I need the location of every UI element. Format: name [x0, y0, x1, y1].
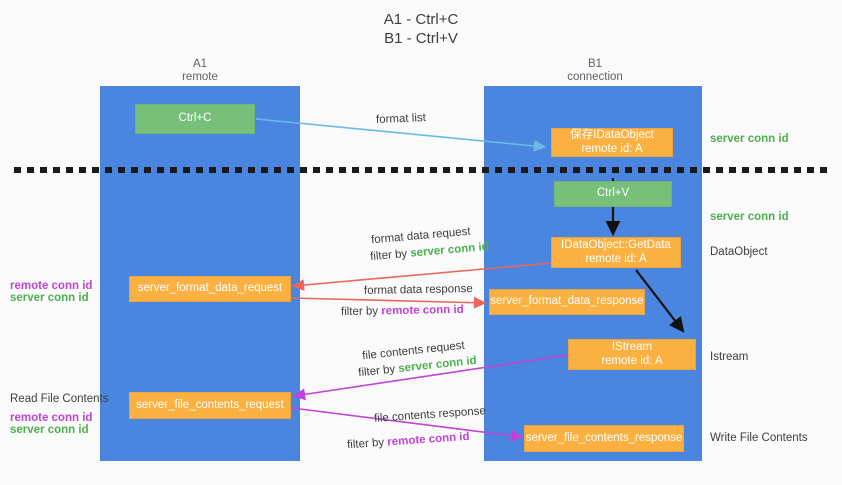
column-header-b1-sub: connection: [567, 71, 623, 83]
node-idataobject-getdata[interactable]: IDataObject::GetData remote id: A: [551, 237, 681, 268]
page-title: A1 - Ctrl+C B1 - Ctrl+V: [0, 10, 842, 48]
column-header-b1: B1 connection: [510, 58, 680, 84]
left-label-remote-conn-id-1: remote conn id: [10, 280, 93, 292]
phase-divider-dashed-line: [14, 167, 830, 173]
edge-label-format-data-response: format data response: [363, 283, 473, 297]
node-server-file-contents-request[interactable]: server_file_contents_request: [129, 392, 291, 419]
left-label-read-file-contents: Read File Contents: [10, 393, 109, 405]
side-label-server-conn-id-1: server conn id: [710, 133, 789, 145]
node-save-idataobject-line2: remote id: A: [581, 142, 643, 155]
node-istream-line2: remote id: A: [601, 354, 663, 367]
side-label-dataobject: DataObject: [710, 246, 768, 258]
edge-label-format-list: format list: [375, 112, 427, 126]
node-idataobject-getdata-line1: IDataObject::GetData: [561, 239, 671, 251]
side-label-write-file-contents: Write File Contents: [710, 432, 808, 444]
column-header-a1: A1 remote: [120, 58, 280, 84]
node-server-format-data-request-label: server_format_data_request: [137, 282, 283, 295]
node-server-file-contents-request-label: server_file_contents_request: [136, 398, 284, 411]
node-save-idataobject[interactable]: 保存IDataObject remote id: A: [551, 128, 673, 157]
edge-label-format-data-request-filter-value: server conn id: [409, 240, 490, 260]
node-istream-line1: IStream: [611, 341, 653, 353]
edge-label-format-data-response-filter-value: remote conn id: [381, 303, 464, 318]
title-line-2: B1 - Ctrl+V: [384, 30, 458, 47]
edge-label-format-data-request-filter-prefix: filter by: [369, 247, 411, 264]
node-server-file-contents-response[interactable]: server_file_contents_response: [524, 425, 684, 452]
title-line-1: A1 - Ctrl+C: [383, 11, 459, 28]
column-header-b1-name: B1: [587, 58, 603, 70]
node-ctrl-c[interactable]: Ctrl+C: [135, 104, 255, 134]
left-label-server-conn-id-1: server conn id: [10, 292, 89, 304]
edge-label-file-contents-response-filter-value: remote conn id: [386, 430, 470, 449]
edge-label-format-data-response-filter-prefix: filter by: [340, 305, 382, 319]
node-ctrl-v[interactable]: Ctrl+V: [554, 181, 672, 207]
edge-label-file-contents-request-filter-prefix: filter by: [357, 363, 399, 380]
node-idataobject-getdata-line2: remote id: A: [585, 252, 647, 265]
column-header-a1-name: A1: [192, 58, 208, 70]
side-label-istream: Istream: [710, 351, 749, 363]
node-server-format-data-response[interactable]: server_format_data_response: [489, 289, 645, 315]
node-server-file-contents-response-label: server_file_contents_response: [525, 431, 683, 444]
node-ctrl-v-label: Ctrl+V: [596, 187, 630, 200]
edge-label-file-contents-response-filter-prefix: filter by: [346, 436, 388, 452]
edge-label-file-contents-response-filter: filter by remote conn id: [347, 430, 470, 453]
column-header-a1-sub: remote: [182, 71, 218, 83]
left-label-remote-conn-id-2: remote conn id: [10, 412, 93, 424]
node-save-idataobject-line1: 保存IDataObject: [570, 129, 654, 141]
left-label-server-conn-id-2: server conn id: [10, 424, 89, 436]
edge-label-format-data-response-filter: filter by remote conn id: [341, 303, 464, 319]
edge-label-file-contents-response: file contents response: [373, 405, 487, 425]
node-server-format-data-request[interactable]: server_format_data_request: [129, 276, 291, 302]
node-istream[interactable]: IStream remote id: A: [568, 339, 696, 370]
node-server-format-data-response-label: server_format_data_response: [490, 295, 644, 308]
side-label-server-conn-id-2: server conn id: [710, 211, 789, 223]
node-ctrl-c-label: Ctrl+C: [178, 112, 212, 125]
